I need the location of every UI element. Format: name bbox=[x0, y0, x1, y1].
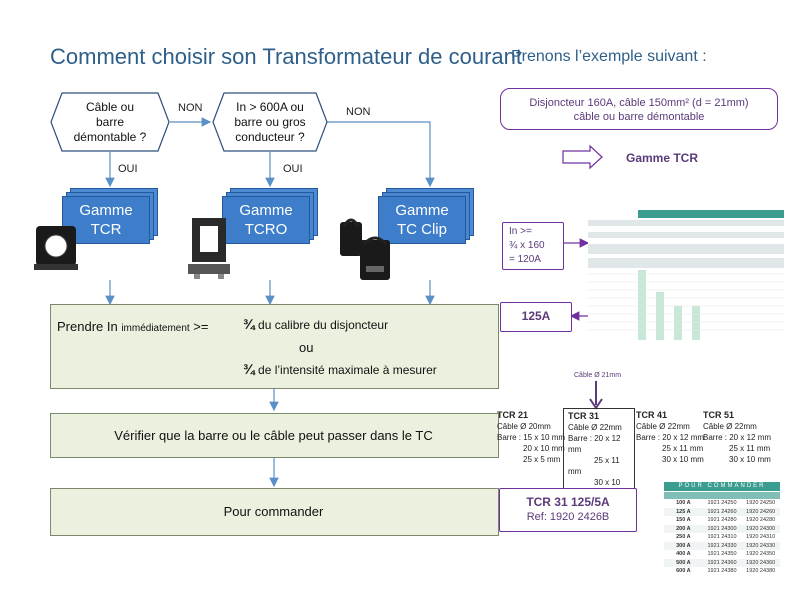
tcr-product-image bbox=[34, 226, 78, 270]
oui-label-1: OUI bbox=[118, 163, 138, 175]
order-table-cell: 1921 24350 bbox=[707, 551, 737, 557]
order-table-cell: 1920 24380 bbox=[746, 568, 776, 574]
order-table-cell: 1920 24350 bbox=[746, 551, 776, 557]
order-table-cell: 1921 24260 bbox=[707, 508, 737, 515]
page-title: Comment choisir son Transformateur de co… bbox=[50, 44, 522, 69]
order-table-row: 100 A 1921 24250 1920 24250 bbox=[664, 499, 780, 508]
tc-clip-product-image bbox=[340, 218, 390, 280]
decision-in-600a-text: In > 600A ou barre ou gros conducteur ? bbox=[234, 99, 306, 144]
order-table-header: POUR COMMANDER bbox=[664, 482, 780, 491]
non-label-1: NON bbox=[178, 102, 203, 114]
order-table-row: 125 A 1921 24260 1920 24260 bbox=[664, 507, 780, 516]
order-table-row: 150 A 1921 24280 1920 24280 bbox=[664, 516, 780, 525]
order-table-cell: 500 A bbox=[676, 559, 691, 566]
example-box: Disjoncteur 160A, câble 150mm² (d = 21mm… bbox=[500, 88, 778, 130]
order-table-cell: 1921 24250 bbox=[707, 500, 737, 506]
step-prendre-in bbox=[50, 304, 499, 389]
example-subtitle: Prenons l’exemple suivant : bbox=[511, 48, 707, 65]
non-label-2: NON bbox=[346, 106, 371, 118]
result-125a: 125A bbox=[500, 302, 572, 332]
tcr51-spec: TCR 51 Câble Ø 22mm Barre : 20 x 12 mm 2… bbox=[703, 410, 772, 464]
order-table-cell: 400 A bbox=[676, 551, 691, 557]
order-box: TCR 31 125/5A Ref: 1920 2426B bbox=[499, 488, 637, 532]
order-table-cell: 1921 24280 bbox=[707, 517, 737, 523]
step1-prefix: Prendre In immédiatement >= bbox=[57, 319, 209, 334]
tcr21-spec: TCR 21 Câble Ø 20mm Barre : 15 x 10 mm 2… bbox=[497, 410, 566, 464]
order-table-cell: 600 A bbox=[676, 568, 691, 574]
order-table-cell: 200 A bbox=[676, 525, 691, 532]
oui-label-2: OUI bbox=[283, 163, 303, 175]
order-table-cell: 150 A bbox=[676, 517, 691, 523]
order-table-cell: 1921 24300 bbox=[707, 525, 737, 532]
order-table-cell: 1920 24280 bbox=[746, 517, 776, 523]
gamme-tcr-result: Gamme TCR bbox=[626, 151, 699, 165]
tcr41-spec: TCR 41 Câble Ø 22mm Barre : 20 x 12 mm 2… bbox=[636, 410, 705, 464]
order-table-row: 300 A 1921 24330 1920 24330 bbox=[664, 541, 780, 550]
cable-label: Câble Ø 21mm bbox=[574, 372, 622, 379]
decision-in-600a: In > 600A ou barre ou gros conducteur ? bbox=[212, 92, 328, 152]
order-table-cell: 1921 24380 bbox=[707, 568, 737, 574]
order-table-cell: 1920 24300 bbox=[746, 525, 776, 532]
step3-text: Pour commander bbox=[223, 504, 324, 519]
order-table-row: 250 A 1921 24310 1920 24310 bbox=[664, 533, 780, 542]
order-table-cell: 1920 24360 bbox=[746, 559, 776, 566]
order-table-subheader bbox=[664, 492, 780, 499]
step2-text: Vérifier que la barre ou le câble peut p… bbox=[114, 428, 433, 443]
order-table-row: 500 A 1921 24360 1920 24360 bbox=[664, 558, 780, 567]
decision-cable-demontable: Câble ou barre démontable ? bbox=[50, 92, 170, 152]
step1-rule1: ¾ du calibre du disjoncteur bbox=[243, 316, 389, 332]
step-commander bbox=[50, 488, 499, 536]
calc-box: In >= ¾ x 160 = 120A bbox=[502, 222, 564, 270]
order-table-row: 400 A 1921 24350 1920 24350 bbox=[664, 550, 780, 559]
order-table-rows: 100 A 1921 24250 1920 24250 125 A 1921 24260… bbox=[664, 499, 780, 576]
step-verifier bbox=[50, 413, 499, 458]
order-table-cell: 125 A bbox=[676, 508, 691, 515]
order-table-cell: 1921 24360 bbox=[707, 559, 737, 566]
order-table-cell: 1920 24250 bbox=[746, 500, 776, 506]
tcro-product-image bbox=[188, 218, 230, 279]
order-table-cell: 300 A bbox=[676, 542, 691, 549]
decision-cable-text: Câble ou barre démontable ? bbox=[73, 99, 147, 144]
order-table-cell: 1921 24310 bbox=[707, 534, 737, 540]
step1-ou: ou bbox=[299, 340, 314, 355]
order-table-row: 600 A 1921 24380 1920 24380 bbox=[664, 567, 780, 576]
order-table-row: 200 A 1921 24300 1920 24300 bbox=[664, 524, 780, 533]
order-table-cell: 1921 24330 bbox=[707, 542, 737, 549]
order-table-cell: 1920 24260 bbox=[746, 508, 776, 515]
spec-table-image bbox=[588, 210, 784, 342]
order-table-cell: 250 A bbox=[676, 534, 691, 540]
order-table-cell: 1920 24330 bbox=[746, 542, 776, 549]
order-table-cell: 100 A bbox=[676, 500, 691, 506]
step1-rule2: ¾ de l’intensité maximale à mesurer bbox=[243, 361, 437, 377]
order-table-cell: 1920 24310 bbox=[746, 534, 776, 540]
order-table: POUR COMMANDER 100 A 1921 24250 1920 24250… bbox=[664, 482, 780, 576]
